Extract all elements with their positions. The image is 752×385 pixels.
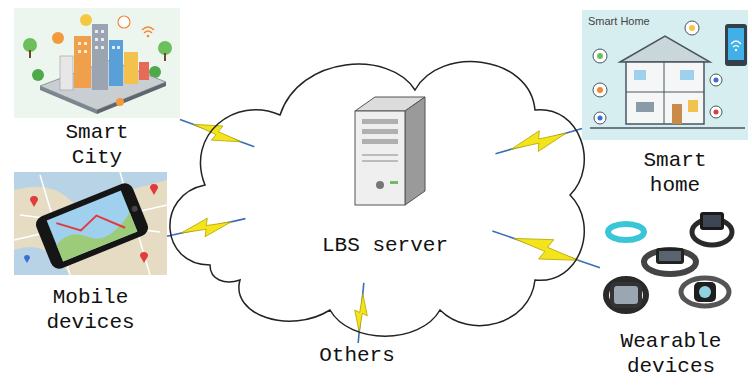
lightning-bolt <box>514 238 578 260</box>
node-label: LBS server <box>322 233 448 258</box>
node-label: Others <box>310 343 404 368</box>
others-node: Others <box>310 343 404 368</box>
mobile-devices-node: Mobile devices <box>14 172 167 335</box>
node-label: Wearable devices <box>615 329 727 379</box>
server-icon <box>355 97 425 205</box>
lightning-bolt <box>511 131 566 152</box>
smart-home-picture <box>582 10 748 140</box>
cloud-node: LBS server <box>150 35 595 345</box>
link-line <box>167 219 245 237</box>
smart-home-node: Smart HomeSmart home <box>582 10 748 198</box>
lightning-bolt <box>181 218 231 237</box>
lightning-bolt <box>355 294 368 333</box>
wearables-picture <box>606 212 732 311</box>
wireless-link <box>495 128 582 153</box>
node-label: Smart home <box>630 148 720 198</box>
picture-heading: Smart Home <box>588 14 650 28</box>
smart-city-picture <box>14 8 180 118</box>
wireless-link <box>167 218 245 237</box>
smart-city-node: Smart City <box>14 8 180 170</box>
mobile-map-picture <box>14 172 167 275</box>
wearable-devices-node: Wearable devices <box>600 205 742 379</box>
cloud-outline <box>150 35 595 345</box>
node-label: Mobile devices <box>41 285 141 335</box>
lightning-bolt <box>193 124 241 142</box>
node-label: Smart City <box>52 120 142 170</box>
link-line <box>180 119 254 146</box>
wireless-link <box>180 119 254 146</box>
link-line <box>495 128 582 153</box>
